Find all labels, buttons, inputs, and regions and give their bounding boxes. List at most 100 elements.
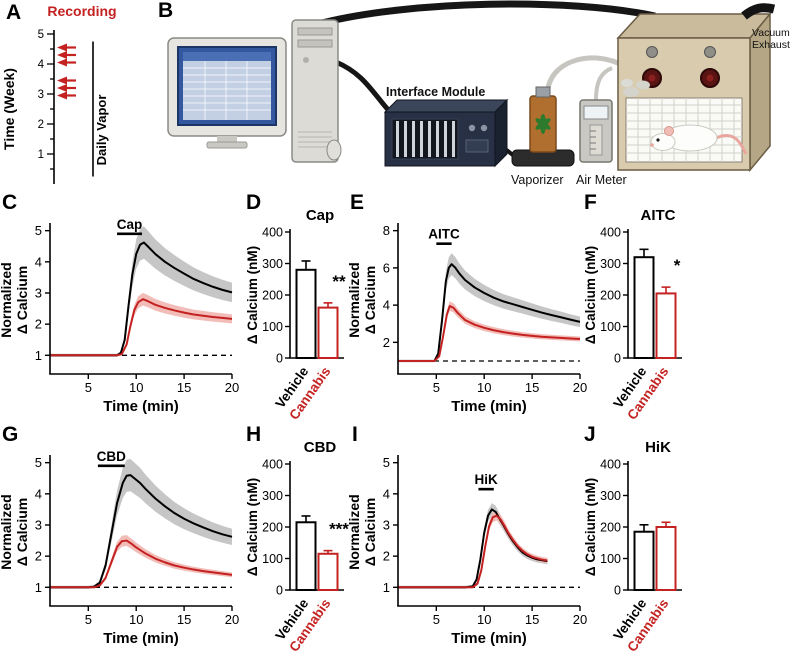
x-tick-label: 10	[477, 612, 491, 627]
rat-nose	[650, 143, 654, 147]
vacuum-exhaust-label-line1: Vacuum	[752, 27, 790, 39]
x-tick-label: 10	[129, 380, 143, 395]
x-tick-label: 5	[85, 612, 92, 627]
x-tick-label: 10	[477, 380, 491, 395]
module-panel	[465, 139, 489, 153]
cable-tower-to-module	[334, 59, 392, 114]
vaporizer-label: Vaporizer	[511, 173, 564, 187]
y-tick-label: 4	[35, 486, 42, 501]
x-axis-title: Time (min)	[103, 398, 179, 415]
y-tick-label: 200	[600, 521, 621, 535]
rat-head	[650, 133, 676, 151]
panel-letter-e: E	[350, 191, 365, 214]
bar-vehicle	[633, 256, 655, 360]
y-tick-label: 300	[262, 489, 283, 503]
y-axis-title: Δ Calcium (nM)	[583, 478, 598, 576]
module-knob	[480, 124, 488, 132]
rat-eye	[656, 138, 660, 142]
monitor-base	[206, 141, 248, 149]
x-tick-label: 5	[433, 380, 440, 395]
y-tick-label: 100	[600, 552, 621, 566]
y-axis-title-line1: Normalized	[346, 262, 362, 337]
y-tick-label: 6	[383, 260, 390, 275]
computer-mouse	[326, 139, 342, 161]
panel-letter-b: B	[158, 0, 174, 22]
y-tick-label: 2	[35, 549, 42, 564]
computer-tower	[291, 19, 339, 163]
recording-arrow	[57, 84, 67, 92]
error-band-cannabis	[398, 301, 580, 362]
panel-letter-f: F	[584, 191, 597, 214]
recording-arrow	[57, 58, 67, 67]
y-tick-label: 1	[35, 348, 42, 363]
daily-vapor-label: Daily Vapor	[94, 95, 109, 166]
monitor-stand	[217, 136, 237, 142]
y-axis-title-line1: Normalized	[0, 494, 14, 569]
error-band-vehicle	[50, 226, 232, 357]
bar-vehicle	[633, 530, 655, 591]
chamber-knob	[704, 46, 716, 58]
rat-tail	[715, 133, 748, 155]
module-side	[494, 98, 508, 168]
panel-letter-g: G	[2, 423, 19, 446]
chamber-port-inner	[706, 74, 714, 82]
x-tick-label: 15	[177, 612, 191, 627]
stimulus-label: Cap	[117, 217, 143, 232]
week-tick-label: 2	[38, 119, 44, 131]
y-axis-title: Δ Calcium (nM)	[245, 246, 260, 344]
x-tick-label: 20	[573, 612, 587, 627]
y-tick-label: 4	[35, 254, 42, 269]
y-tick-label: 100	[262, 320, 283, 334]
y-tick-label: 400	[262, 458, 283, 472]
y-tick-label: 300	[600, 257, 621, 271]
recording-arrow	[57, 91, 67, 100]
vaporizer-cap	[535, 86, 551, 98]
screen-table-grid	[183, 61, 271, 120]
module-knob	[468, 124, 476, 132]
bar-cannabis	[655, 526, 677, 591]
bar-chart-title: Cap	[306, 207, 334, 224]
significance-stars: **	[332, 272, 346, 291]
y-axis-title-line2: Δ Calcium	[362, 498, 378, 566]
module-cards	[396, 121, 455, 157]
recording-arrow	[57, 76, 67, 85]
x-axis-title: Time (min)	[103, 630, 179, 647]
y-tick-label: 1	[383, 580, 390, 595]
x-tick-label: 5	[433, 612, 440, 627]
significance-stars: ***	[329, 520, 349, 539]
trace-cannabis	[398, 514, 548, 589]
stimulus-label: CBD	[97, 449, 126, 464]
chamber-port-inner	[648, 74, 656, 82]
y-tick-label: 4	[383, 486, 390, 501]
bar-chart-title: CBD	[304, 439, 337, 456]
y-tick-label: 400	[262, 226, 283, 240]
vacuum-exhaust-label-line2: Exhaust	[752, 39, 790, 51]
cannabis-leaf-icon	[535, 114, 551, 134]
x-tick-label: 15	[525, 380, 539, 395]
y-tick-label: 2	[383, 549, 390, 564]
error-band-cannabis	[398, 510, 548, 589]
y-tick-label: 2	[383, 335, 390, 350]
recording-arrow	[57, 51, 67, 59]
panel-letter-c: C	[2, 191, 18, 214]
y-tick-label: 200	[262, 289, 283, 303]
vaporizer	[511, 55, 626, 167]
y-tick-label: 400	[600, 458, 621, 472]
bar-cannabis	[317, 306, 339, 359]
interface-module	[383, 98, 509, 168]
module-card-cage	[391, 118, 459, 160]
recording-arrow	[57, 43, 67, 52]
error-band-cannabis	[50, 292, 232, 357]
x-axis-title: Time (min)	[451, 630, 527, 647]
x-tick-label: 15	[525, 612, 539, 627]
y-tick-label: 5	[383, 455, 390, 470]
tower-drive-slot	[297, 27, 333, 36]
y-tick-label: 200	[262, 521, 283, 535]
